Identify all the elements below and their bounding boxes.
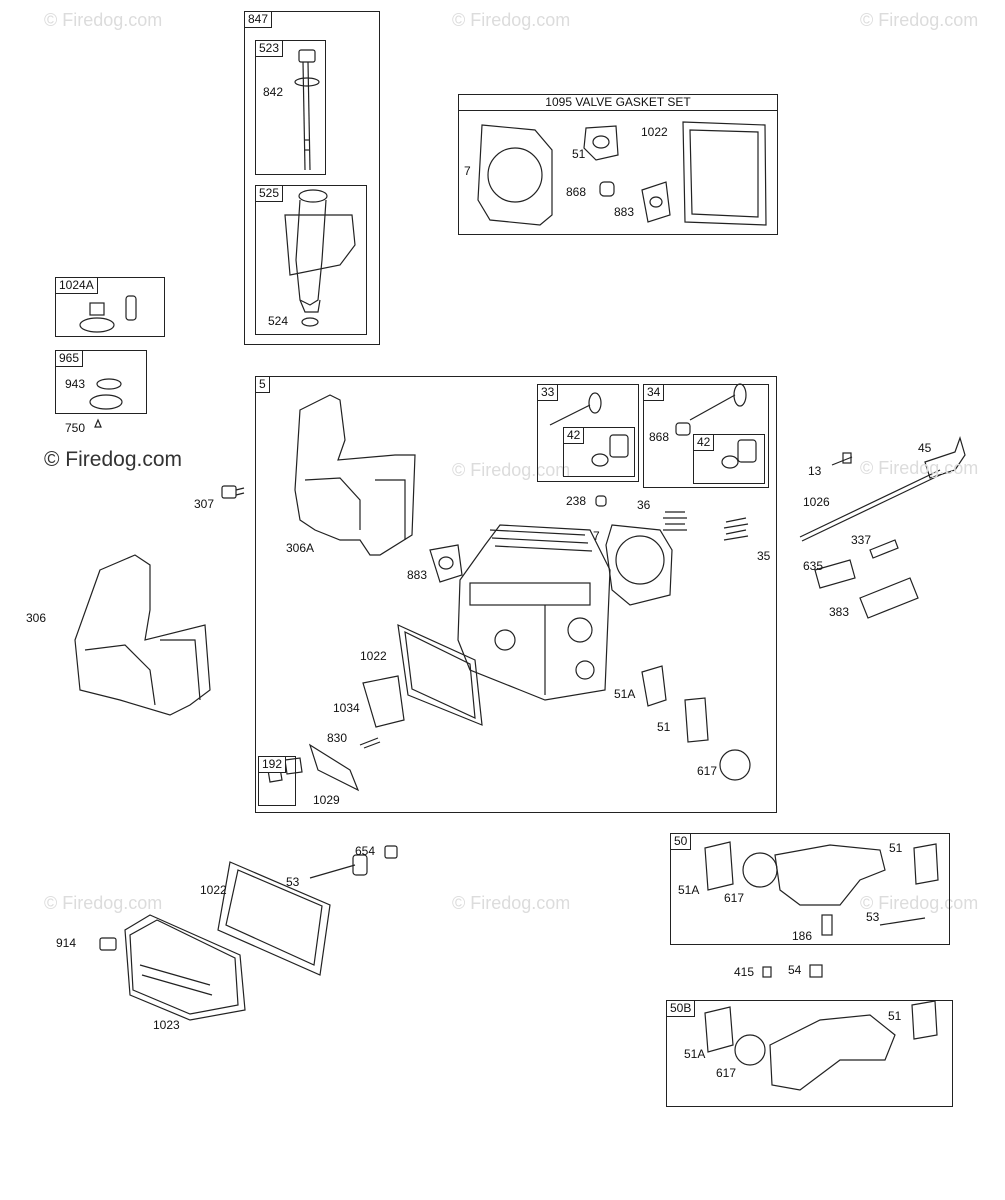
- shroud-306-drawing: [74, 554, 211, 716]
- part-label-337: 337: [851, 533, 872, 547]
- breather-gasket-drawing: [89, 378, 123, 428]
- part-label-883: 883: [407, 568, 428, 582]
- group-box-523: [255, 40, 326, 175]
- group-label-33: 33: [537, 384, 559, 401]
- part-label-1029: 1029: [313, 793, 340, 807]
- watermark: © Firedog.com: [452, 460, 571, 480]
- part-label-45: 45: [918, 441, 932, 455]
- watermark: © Firedog.com: [452, 893, 571, 913]
- group-label-5: 5: [255, 376, 270, 393]
- part-label-36: 36: [637, 498, 651, 512]
- group-label-965: 965: [55, 350, 84, 367]
- group-label-42b: 42: [693, 434, 715, 451]
- bolt-307-drawing: [221, 485, 245, 499]
- right-side-parts-drawing: [799, 436, 966, 619]
- group-label-34: 34: [643, 384, 665, 401]
- part-label-51: 51: [889, 841, 903, 855]
- part-label-51A: 51A: [684, 1047, 706, 1061]
- part-label-307: 307: [194, 497, 215, 511]
- part-label-186: 186: [792, 929, 813, 943]
- dipstick-drawing: [294, 49, 320, 171]
- part-label-51: 51: [888, 1009, 902, 1023]
- group-box-525: [255, 185, 367, 335]
- group-label-525: 525: [255, 185, 284, 202]
- group-box-1024A: [55, 277, 165, 337]
- watermark: © Firedog.com: [452, 10, 571, 30]
- part-label-868: 868: [649, 430, 670, 444]
- part-label-617: 617: [724, 891, 745, 905]
- intake-50-drawing: [704, 841, 939, 978]
- cylinder-head-drawing: [457, 524, 611, 701]
- breather-parts-drawing: [79, 295, 137, 333]
- valve-cover-drawing: [99, 845, 398, 1021]
- group-box-34: [643, 384, 769, 488]
- shroud-306A-drawing: [294, 394, 416, 556]
- part-label-7: 7: [464, 164, 471, 178]
- part-label-617: 617: [697, 764, 718, 778]
- part-label-842: 842: [263, 85, 284, 99]
- part-label-51: 51: [657, 720, 671, 734]
- group-box-50: [670, 833, 950, 945]
- group-box-5: [255, 376, 777, 813]
- watermark: © Firedog.com: [860, 893, 979, 913]
- group-label-42a: 42: [563, 427, 585, 444]
- part-label-1022: 1022: [200, 883, 227, 897]
- group-label-192: 192: [258, 756, 287, 773]
- part-label-883: 883: [614, 205, 635, 219]
- part-label-306: 306: [26, 611, 47, 625]
- part-label-306A: 306A: [286, 541, 315, 555]
- valves-drawing: [549, 383, 757, 469]
- watermark: © Firedog.com: [860, 10, 979, 30]
- part-label-1026: 1026: [803, 495, 830, 509]
- part-label-51A: 51A: [678, 883, 700, 897]
- group-box-42b: [693, 434, 765, 484]
- group-label-523: 523: [255, 40, 284, 57]
- part-label-51: 51: [572, 147, 586, 161]
- part-label-415: 415: [734, 965, 755, 979]
- part-label-383: 383: [829, 605, 850, 619]
- part-label-54: 54: [788, 963, 802, 977]
- group-label-1024A: 1024A: [55, 277, 98, 294]
- group-box-965: [55, 350, 147, 414]
- part-label-868: 868: [566, 185, 587, 199]
- part-label-617: 617: [716, 1066, 737, 1080]
- part-label-1034: 1034: [333, 701, 360, 715]
- part-label-1023: 1023: [153, 1018, 180, 1032]
- part-label-654: 654: [355, 844, 376, 858]
- group-label-50B: 50B: [666, 1000, 696, 1017]
- dipstick-tube-drawing: [284, 189, 356, 327]
- part-label-238: 238: [566, 494, 587, 508]
- group-label-50: 50: [670, 833, 692, 850]
- springs-gasket-drawing: [267, 495, 751, 792]
- part-label-635: 635: [803, 559, 824, 573]
- part-label-750: 750: [65, 421, 86, 435]
- part-label-1022: 1022: [641, 125, 668, 139]
- part-label-35: 35: [757, 549, 771, 563]
- group-box-1095: [458, 94, 778, 235]
- group-box-42a: [563, 427, 635, 477]
- group-box-33: [537, 384, 639, 482]
- part-label-7: 7: [593, 529, 600, 543]
- group-title-1095: 1095 VALVE GASKET SET: [458, 94, 778, 111]
- part-label-830: 830: [327, 731, 348, 745]
- part-label-13: 13: [808, 464, 822, 478]
- valve-gasket-set-drawing: [477, 121, 767, 226]
- watermark: © Firedog.com: [44, 893, 163, 913]
- part-label-1022: 1022: [360, 649, 387, 663]
- part-label-914: 914: [56, 936, 77, 950]
- group-box-847: [244, 11, 380, 345]
- part-label-524: 524: [268, 314, 289, 328]
- watermark: © Firedog.com: [860, 458, 979, 478]
- group-label-847: 847: [244, 11, 273, 28]
- part-label-943: 943: [65, 377, 86, 391]
- watermark: © Firedog.com: [44, 448, 183, 471]
- part-label-51A: 51A: [614, 687, 636, 701]
- group-box-50B: [666, 1000, 953, 1107]
- watermark: © Firedog.com: [44, 10, 163, 30]
- part-label-53: 53: [286, 875, 300, 889]
- intake-50B-drawing: [704, 1000, 938, 1091]
- part-label-53: 53: [866, 910, 880, 924]
